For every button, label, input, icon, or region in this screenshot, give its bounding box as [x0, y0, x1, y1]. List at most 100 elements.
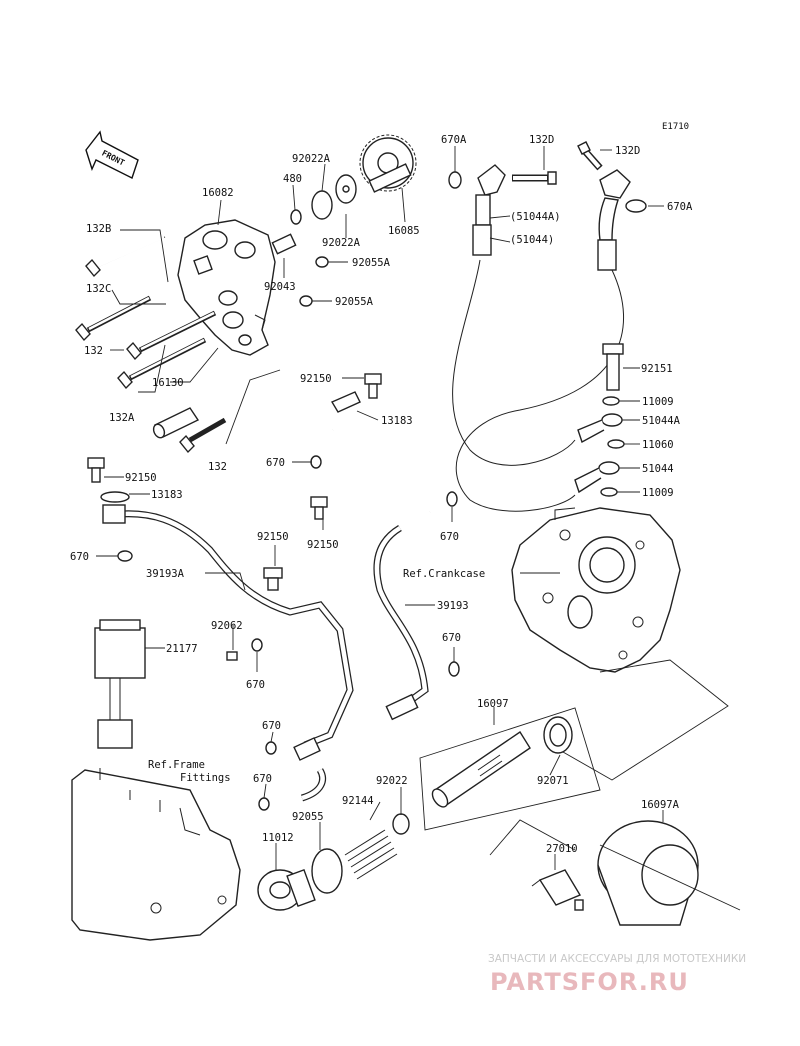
bolt-92150	[364, 373, 382, 399]
label-11060: 11060	[642, 439, 674, 451]
oring-670-c	[448, 661, 460, 677]
label-27010: 27010	[546, 843, 578, 855]
bolt-92150-right	[263, 567, 283, 591]
oring-92071	[543, 716, 573, 754]
plug-92062	[226, 651, 238, 661]
banjo-51044a	[577, 413, 623, 444]
oring-670-a	[310, 455, 322, 469]
label-670-g: 670	[253, 773, 272, 785]
diagram-code: E1710	[662, 122, 689, 132]
bolt-132d	[512, 171, 557, 185]
oil-filter-16097a	[597, 820, 699, 926]
oil-hose	[452, 259, 576, 466]
label-92150-d: 92150	[257, 531, 289, 543]
bolt-92151	[602, 343, 624, 391]
watermark-brand: PARTSFOR.RU	[490, 968, 689, 996]
banjo-fitting-51044a	[472, 164, 506, 256]
label-51044: 51044	[642, 463, 674, 475]
label-16082: 16082	[202, 187, 234, 199]
pipe-39193-top-inner	[330, 429, 431, 522]
oring-670-g	[258, 797, 270, 811]
label-11009: 11009	[642, 396, 674, 408]
washer-92022	[392, 813, 410, 835]
label-92144: 92144	[342, 795, 374, 807]
oring-670a-right	[625, 199, 647, 213]
label-92043: 92043	[264, 281, 296, 293]
bolt-132b	[85, 235, 166, 278]
plate-13183-left	[100, 491, 130, 503]
pipe-39193a-end-2	[293, 737, 321, 761]
label-670-d: 670	[442, 632, 461, 644]
spring-92144	[344, 829, 398, 880]
label-13183: 13183	[381, 415, 413, 427]
bolt-132a	[117, 337, 207, 390]
pipe-39193	[373, 524, 429, 711]
label-670-f: 670	[262, 720, 281, 732]
ref-crankcase: Ref.Crankcase	[403, 568, 485, 580]
label-39193: 39193	[437, 600, 469, 612]
plate-13183	[330, 391, 361, 413]
label-92055a-2: 92055A	[335, 296, 374, 308]
pin-92043	[271, 233, 297, 255]
label-92022a: 92022A	[292, 153, 331, 165]
oring-92055a	[315, 256, 329, 268]
circlip-480	[290, 209, 302, 225]
pipe-39193-inner	[374, 526, 428, 710]
bolt-132	[126, 310, 217, 361]
label-132c: 132C	[86, 283, 111, 295]
switch-27010	[531, 869, 584, 911]
label-16085: 16085	[388, 225, 420, 237]
watermark-tagline: ЗАПЧАСТИ И АКСЕССУАРЫ ДЛЯ МОТОТЕХНИКИ	[488, 953, 746, 965]
oring-670-f	[265, 741, 277, 755]
label-670a-top: 670A	[441, 134, 467, 146]
pipe-39193-top	[331, 429, 431, 521]
plug-11012	[257, 868, 316, 911]
label-11009-b: 11009	[642, 487, 674, 499]
gear-16085	[359, 134, 417, 193]
label-92055a: 92055A	[352, 257, 391, 269]
label-92071: 92071	[537, 775, 569, 787]
bolt-92150-mid	[310, 496, 328, 520]
crankcase	[511, 507, 681, 673]
bolt-132-lower	[179, 417, 227, 454]
label-92150-c: 92150	[307, 539, 339, 551]
label-670-c: 670	[70, 551, 89, 563]
label-132b: 132B	[86, 223, 111, 235]
label-16130: 16130	[152, 377, 184, 389]
crankcase-leader	[555, 659, 729, 781]
label-92022a-2: 92022A	[322, 237, 361, 249]
pipe-39193a-end	[102, 504, 126, 524]
filter-16097	[431, 731, 531, 808]
label-132d-2: 132D	[615, 145, 640, 157]
filter-bracket-2	[489, 819, 741, 911]
label-132d: 132D	[529, 134, 554, 146]
label-670-a: 670	[266, 457, 285, 469]
label-11012: 11012	[262, 832, 294, 844]
washer-11009	[602, 396, 620, 406]
label-480: 480	[283, 173, 302, 185]
label-92062: 92062	[211, 620, 243, 632]
oil-pump-body	[177, 219, 276, 356]
label-92022: 92022	[376, 775, 408, 787]
washer-92022a	[311, 190, 333, 220]
pipe-16130	[152, 407, 200, 439]
oring-670-b	[446, 491, 458, 507]
label-21177: 21177	[166, 643, 198, 655]
label-39193a: 39193A	[146, 568, 185, 580]
label-670a-right: 670A	[667, 201, 693, 213]
label-51044-paren: (51044)	[510, 234, 554, 246]
leader-lines	[96, 146, 664, 870]
label-51044a-paren: (51044A)	[510, 211, 561, 223]
pipe-elbow-inner	[301, 768, 325, 801]
label-16097: 16097	[477, 698, 509, 710]
oring-670-e	[251, 638, 263, 652]
bolt-132d-2	[577, 141, 603, 171]
label-132: 132	[84, 345, 103, 357]
oring-92055	[311, 848, 343, 894]
part-labels: 670A 132D 132D 92022A 16082 480 670A (51…	[70, 134, 693, 855]
label-51044a: 51044A	[642, 415, 681, 427]
label-92150-b: 92150	[125, 472, 157, 484]
frame-fittings	[71, 768, 241, 941]
label-92055: 92055	[292, 811, 324, 823]
